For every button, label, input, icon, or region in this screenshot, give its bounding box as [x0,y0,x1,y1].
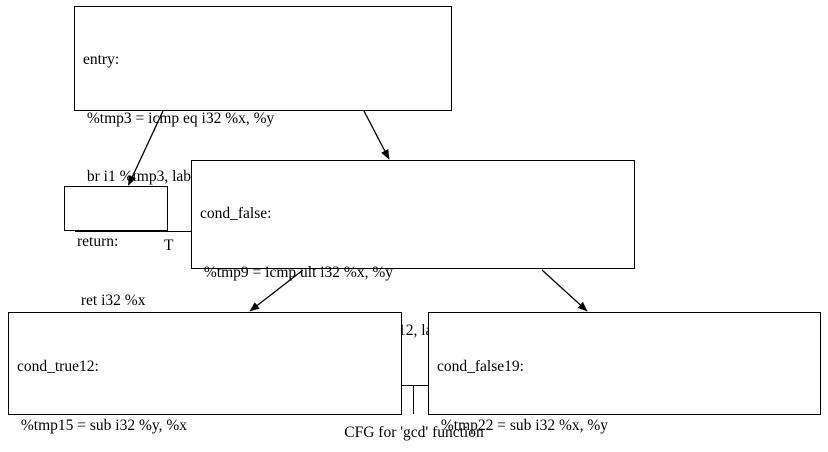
node-return-body: return: ret i32 %x [65,187,167,355]
graph-caption: CFG for 'gcd' function [344,424,484,441]
node-cond-false19-line-1: %tmp22 = sub i32 %x, %y [437,416,609,434]
node-return[interactable]: return: ret i32 %x [64,186,168,309]
node-cond-true12-line-1: %tmp15 = sub i32 %y, %x [17,416,188,434]
node-cond-false-line-0: cond_false: [200,205,272,222]
node-cond-false-line-1: %tmp9 = icmp ult i32 %x, %y [200,263,394,281]
node-cond-true12-body: cond_true12: %tmp15 = sub i32 %y, %x %tm… [9,313,401,452]
node-return-line-1: ret i32 %x [77,291,146,309]
node-cond-false19[interactable]: cond_false19: %tmp22 = sub i32 %x, %y %t… [428,312,821,434]
node-entry-port-true[interactable]: T [164,236,174,254]
node-cond-false19-line-0: cond_false19: [437,358,524,375]
node-cond-true12-line-0: cond_true12: [17,358,99,375]
node-cond-false19-body: cond_false19: %tmp22 = sub i32 %x, %y %t… [429,313,820,452]
node-entry[interactable]: entry: %tmp3 = icmp eq i32 %x, %y br i1 … [74,6,452,260]
node-cond-false[interactable]: cond_false: %tmp9 = icmp ult i32 %x, %y … [191,160,635,414]
node-entry-line-1: %tmp3 = icmp eq i32 %x, %y [83,109,275,127]
node-entry-line-0: entry: [83,51,120,68]
node-return-line-0: return: [77,233,119,250]
node-cond-true12[interactable]: cond_true12: %tmp15 = sub i32 %y, %x %tm… [8,312,402,434]
